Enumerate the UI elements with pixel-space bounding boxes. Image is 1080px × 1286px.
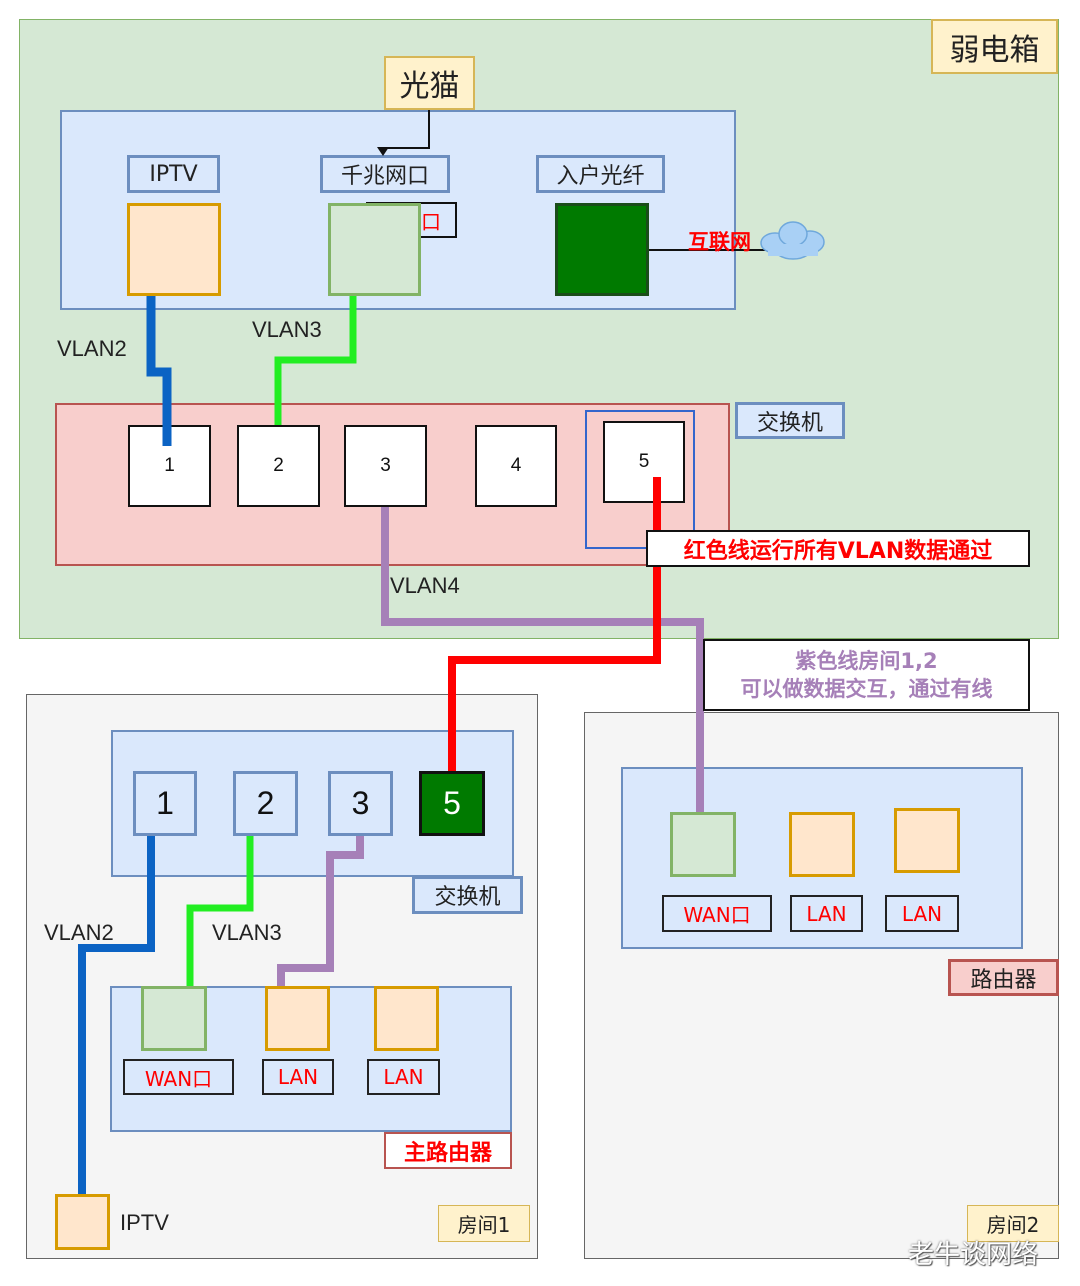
room1-switch-port-5: 5 — [419, 771, 485, 836]
vlan3-label: VLAN3 — [252, 317, 322, 342]
room1-switch-label: 交换机 — [412, 876, 523, 914]
room2-router-lan-port-2 — [894, 808, 960, 873]
room1-router-label: 主路由器 — [384, 1132, 512, 1169]
switch-port-3: 3 — [344, 425, 427, 507]
iptv-port-label: IPTV — [127, 155, 220, 193]
room2-lan-label-1: LAN — [790, 895, 863, 932]
room1-lan-label-2: LAN — [367, 1059, 440, 1095]
room1-router-lan-port-1 — [265, 986, 330, 1051]
vlan2-label: VLAN2 — [57, 336, 127, 361]
room1-vlan3-label: VLAN3 — [212, 920, 282, 945]
room1-router-wan-port — [141, 986, 207, 1051]
switch-port-4: 4 — [475, 425, 557, 507]
purple-line-note: 紫色线房间1,2 可以做数据交互，通过有线 — [703, 639, 1030, 711]
room1-router-lan-port-2 — [374, 986, 439, 1051]
switch-label: 交换机 — [735, 402, 845, 439]
switch-port-1: 1 — [128, 425, 211, 507]
modem-iptv-port — [127, 203, 221, 296]
room1-iptv-box — [55, 1194, 110, 1250]
internet-label: 互联网 — [688, 230, 751, 254]
room1-switch-port-1: 1 — [133, 771, 197, 836]
modem-gigabit-port — [328, 203, 421, 296]
room1-switch-port-2: 2 — [233, 771, 298, 836]
room1-lan-label-1: LAN — [262, 1059, 334, 1095]
room2-router-lan-port-1 — [789, 812, 855, 877]
modem-label: 光猫 — [384, 56, 475, 110]
room2-wan-label: WAN口 — [662, 895, 772, 932]
purple-note-line1: 紫色线房间1,2 — [795, 649, 938, 673]
room1-title: 房间1 — [438, 1205, 530, 1242]
gigabit-port-label: 千兆网口 — [320, 155, 450, 193]
purple-note-line2: 可以做数据交互，通过有线 — [740, 677, 993, 701]
room2-title: 房间2 — [967, 1205, 1059, 1242]
room2-router-wan-port — [670, 812, 736, 877]
switch-port-2: 2 — [237, 425, 320, 507]
room1-switch-port-3: 3 — [328, 771, 393, 836]
switch-port-5: 5 — [603, 421, 685, 503]
room1-iptv-label: IPTV — [120, 1210, 169, 1235]
room1-wan-label: WAN口 — [123, 1059, 234, 1095]
watermark: 老牛谈网络 — [908, 1240, 1039, 1270]
weak-box-title: 弱电箱 — [931, 19, 1058, 74]
modem-fiber-port — [555, 203, 649, 296]
fiber-port-label: 入户光纤 — [536, 155, 665, 193]
room2-lan-label-2: LAN — [885, 895, 959, 932]
room2-router-label: 路由器 — [948, 959, 1059, 996]
room1-vlan2-label: VLAN2 — [44, 920, 114, 945]
red-line-note: 红色线运行所有VLAN数据通过 — [646, 530, 1030, 567]
vlan4-label: VLAN4 — [390, 573, 460, 598]
